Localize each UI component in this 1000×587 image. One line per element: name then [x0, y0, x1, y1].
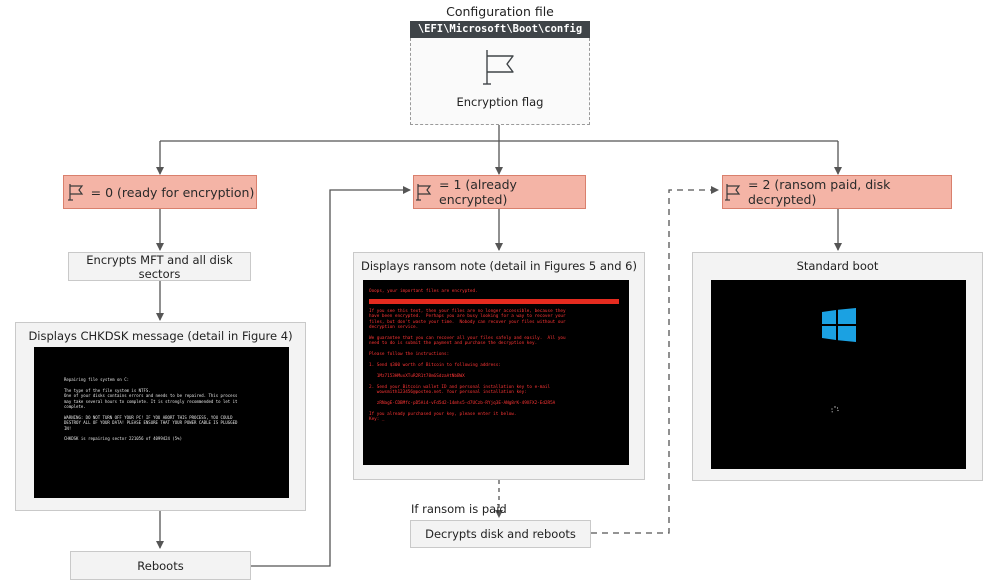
config-file-box [410, 38, 590, 125]
chkdsk-panel: Displays CHKDSK message (detail in Figur… [15, 322, 306, 511]
chkdsk-screen-text: Repairing file system on C: The type of … [64, 377, 238, 442]
decrypt-reboot-box: Decrypts disk and reboots [410, 520, 591, 548]
standard-boot-panel-title: Standard boot [796, 259, 879, 273]
ransom-note-header-bar [369, 299, 619, 304]
state-1-label: = 1 (already encrypted) [439, 177, 517, 207]
ransom-note-screen: Ooops, your important files are encrypte… [363, 280, 629, 465]
flag-icon [67, 184, 83, 201]
chkdsk-screen: Repairing file system on C: The type of … [34, 347, 289, 498]
state-2-box: = 2 (ransom paid, disk decrypted) [722, 175, 952, 209]
config-file-title: Configuration file [446, 4, 554, 19]
ransom-note-body: If you see this text, then your files ar… [369, 309, 566, 423]
chkdsk-panel-title: Displays CHKDSK message (detail in Figur… [28, 329, 293, 343]
if-paid-label: If ransom is paid [411, 502, 507, 516]
reboots-box: Reboots [70, 551, 251, 580]
standard-boot-screen [711, 280, 966, 469]
encryption-flag-label: Encryption flag [456, 95, 544, 109]
flag-icon [416, 184, 432, 201]
standard-boot-panel: Standard boot [692, 252, 983, 481]
state-0-label: = 0 (ready for encryption) [90, 184, 255, 200]
state-1-box: = 1 (already encrypted) [413, 175, 586, 209]
state-2-label: = 2 (ransom paid, disk decrypted) [748, 177, 891, 207]
state-0-box: = 0 (ready for encryption) [63, 175, 257, 209]
arrow-decrypt-to-state-2 [591, 186, 719, 534]
encrypt-mft-box: Encrypts MFT and all disk sectors [68, 252, 251, 281]
ransom-note-panel: Displays ransom note (detail in Figures … [353, 252, 645, 480]
spinner-icon [831, 406, 839, 413]
ransom-note-panel-title: Displays ransom note (detail in Figures … [361, 259, 637, 273]
ransom-note-header: Ooops, your important files are encrypte… [369, 289, 478, 294]
flag-icon [725, 184, 741, 201]
windows-logo [822, 308, 856, 342]
flag-icon [483, 50, 514, 85]
arrow-reboots-to-state-1 [251, 186, 411, 567]
config-path-bar: \EFI\Microsoft\Boot\config [410, 21, 590, 38]
